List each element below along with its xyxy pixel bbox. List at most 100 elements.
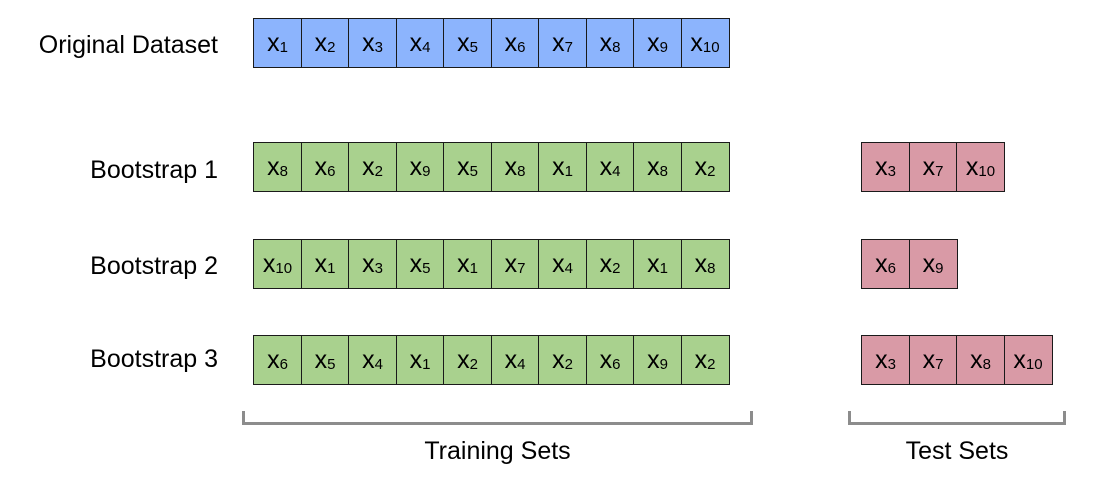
sample-letter: x — [970, 345, 983, 374]
sample-index: 4 — [517, 355, 526, 373]
sample-index: 6 — [279, 355, 288, 373]
sample-index: 1 — [659, 259, 668, 277]
sample-index: 1 — [564, 162, 573, 180]
sample-letter: x — [599, 28, 613, 57]
sample-index: 10 — [275, 259, 293, 277]
sample-letter: x — [409, 28, 423, 57]
sample-index: 2 — [612, 259, 621, 277]
sample-letter: x — [552, 345, 565, 374]
test-sets-bracket — [848, 411, 1066, 425]
sample-letter: x — [875, 152, 888, 181]
sample-letter: x — [314, 28, 328, 57]
sample-letter: x — [922, 152, 936, 181]
sample-index: 2 — [469, 355, 478, 373]
sample-index: 7 — [935, 162, 944, 180]
sample-index: 1 — [469, 259, 478, 277]
sample-letter: x — [694, 152, 708, 181]
sample-letter: x — [457, 28, 470, 57]
sample-letter: x — [362, 152, 375, 181]
sample-letter: x — [504, 152, 518, 181]
sample-index: 6 — [327, 162, 336, 180]
sample-index: 3 — [374, 259, 383, 277]
original-dataset-label: Original Dataset — [38, 31, 218, 59]
sample-letter: x — [552, 152, 565, 181]
sample-index: 5 — [422, 259, 431, 277]
sample-letter: x — [409, 249, 423, 278]
bootstrap-1-label: Bootstrap 1 — [90, 156, 218, 184]
sample-index: 2 — [374, 162, 383, 180]
sample-letter: x — [647, 249, 660, 278]
sample-letter: x — [922, 345, 936, 374]
sample-index: 10 — [702, 38, 720, 56]
sample-index: 4 — [374, 355, 383, 373]
sample-index: 4 — [564, 259, 573, 277]
sample-letter: x — [457, 249, 470, 278]
sample-letter: x — [599, 152, 613, 181]
sample-index: 4 — [422, 38, 431, 56]
sample-index: 6 — [612, 355, 621, 373]
sample-index: 4 — [612, 162, 621, 180]
sample-letter: x — [409, 152, 423, 181]
sample-letter: x — [362, 28, 375, 57]
sample-index: 8 — [279, 162, 288, 180]
sample-index: 3 — [887, 162, 896, 180]
sample-letter: x — [647, 345, 660, 374]
sample-letter: x — [875, 249, 888, 278]
sample-letter: x — [647, 152, 660, 181]
sample-index: 3 — [374, 38, 383, 56]
sample-letter: x — [647, 28, 660, 57]
sample-letter: x — [457, 345, 470, 374]
sample-index: 9 — [935, 259, 944, 277]
sample-index: 8 — [517, 162, 526, 180]
sample-index: 8 — [659, 162, 668, 180]
sample-letter: x — [875, 345, 888, 374]
sample-index: 1 — [279, 38, 288, 56]
sample-letter: x — [694, 345, 708, 374]
test-sets-label: Test Sets — [905, 437, 1009, 465]
sample-letter: x — [267, 152, 280, 181]
sample-index: 8 — [982, 355, 991, 373]
sample-index: 9 — [659, 38, 668, 56]
bootstrap-3-label: Bootstrap 3 — [90, 345, 218, 373]
sample-letter: x — [262, 249, 276, 278]
sample-index: 5 — [469, 162, 478, 180]
